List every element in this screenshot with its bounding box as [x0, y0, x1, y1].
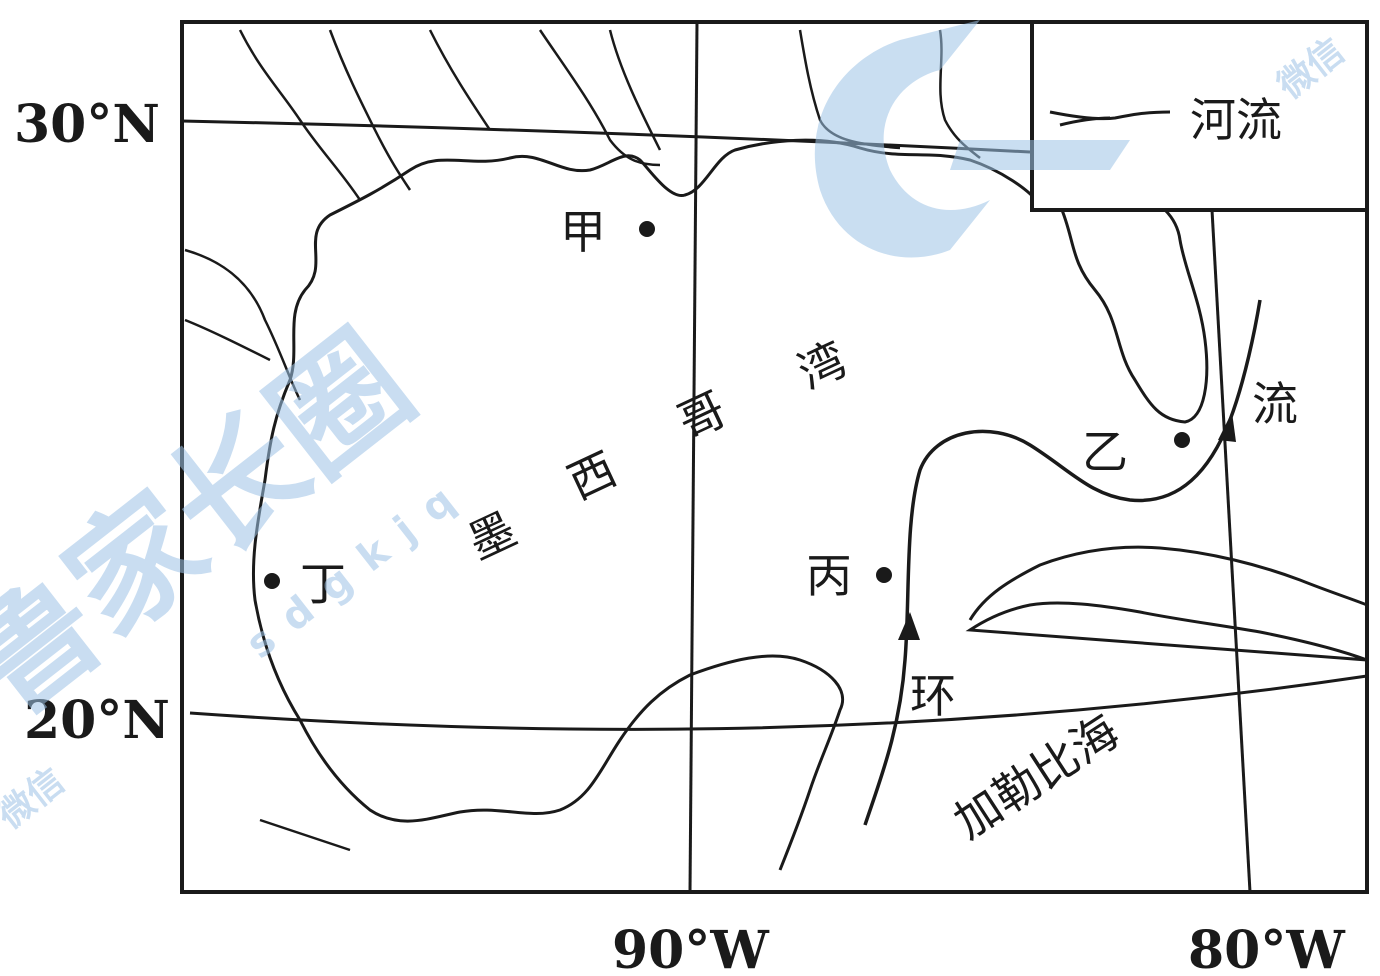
- place-jia-dot: [639, 221, 655, 237]
- river-network: [184, 29, 981, 852]
- legend-river-label: 河流: [1190, 93, 1282, 147]
- lat-30n-label: 30°N: [14, 94, 160, 155]
- place-ding-label: 丁: [300, 557, 346, 611]
- florida-coastline: [1058, 204, 1209, 424]
- current-arrow-head-east: [1218, 412, 1236, 442]
- longitude-80w-line: [1210, 209, 1252, 893]
- map-frame: [180, 20, 1369, 894]
- watermark-logo-icon: [814, 20, 990, 258]
- current-label-huan: 环: [910, 669, 956, 723]
- lon-80w-label: 80°W: [1188, 920, 1346, 976]
- svg-text:西: 西: [560, 442, 625, 510]
- legend-river-symbol: [1049, 110, 1171, 127]
- svg-text:哥: 哥: [670, 382, 735, 450]
- latitude-30n-line: [181, 119, 1031, 154]
- place-jia-label: 甲: [560, 205, 606, 259]
- place-bing-label: 丙: [806, 549, 852, 603]
- watermark-logo-bar: [950, 140, 1130, 170]
- lat-20n-label: 20°N: [24, 690, 170, 751]
- current-label-liu: 流: [1252, 377, 1298, 431]
- longitude-90w-line: [688, 21, 699, 893]
- place-ding-dot: [264, 573, 280, 589]
- legend-frame: [1030, 20, 1369, 212]
- caribbean-sea-label: 加勒比海: [945, 704, 1129, 850]
- lon-90w-label: 90°W: [612, 920, 770, 976]
- latitude-20n-line: [189, 674, 1368, 731]
- legend-box: 河流: [1030, 20, 1369, 212]
- watermark-main-text: 鲁家长圈: [0, 304, 439, 744]
- gulf-coastline: [251, 138, 1042, 871]
- svg-text:墨: 墨: [460, 502, 525, 570]
- gulf-of-mexico-label: 墨 西 哥 湾: [460, 332, 855, 570]
- svg-text:湾: 湾: [790, 332, 855, 400]
- current-arrow-head-south: [898, 612, 920, 640]
- place-bing-dot: [876, 567, 892, 583]
- cuba-coastline: [965, 545, 1368, 662]
- place-yi-dot: [1174, 432, 1190, 448]
- place-yi-label: 乙: [1082, 425, 1128, 479]
- watermark-small-text: 微信: [0, 760, 72, 837]
